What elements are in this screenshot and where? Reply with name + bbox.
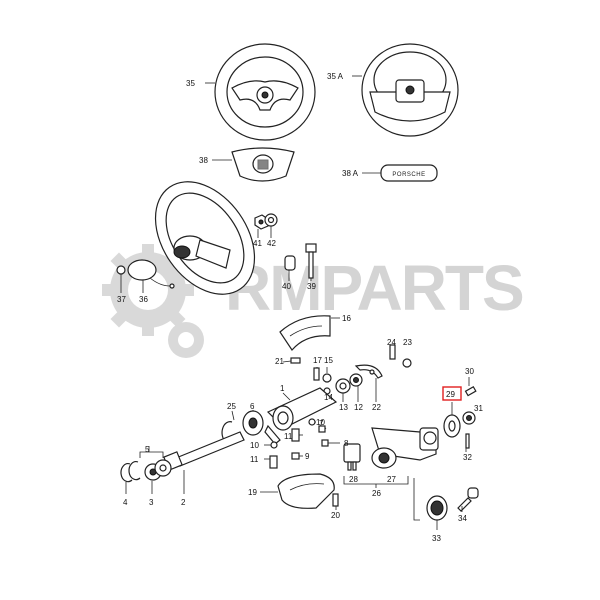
label-11b: 11 (250, 455, 259, 464)
screw-9 (291, 452, 300, 460)
watermark-text: RMPARTS (225, 252, 523, 324)
label-38: 38 (199, 156, 208, 165)
label-3: 3 (149, 498, 154, 507)
steering-wheel-35 (205, 43, 316, 141)
label-10a: 10 (316, 418, 325, 427)
contact-ring-36 (127, 259, 175, 289)
screw-37 (116, 265, 126, 275)
pin-32 (465, 433, 470, 449)
label-42: 42 (267, 239, 276, 248)
bearing-6 (242, 410, 264, 436)
label-27: 27 (387, 475, 396, 484)
label-38a: 38 A (342, 169, 359, 178)
label-36: 36 (139, 295, 148, 304)
lock-ring-33 (426, 495, 448, 530)
lock-housing-27 (371, 427, 439, 469)
label-25: 25 (227, 402, 236, 411)
label-24: 24 (387, 338, 396, 347)
emblem-text: PORSCHE (392, 172, 425, 178)
horn-emblem-38a: PORSCHE (362, 164, 438, 182)
label-6: 6 (250, 402, 255, 411)
label-26: 26 (372, 489, 381, 498)
bracket-line-27-33 (413, 478, 420, 521)
ring-12 (335, 378, 351, 394)
label-14: 14 (324, 393, 333, 402)
label-9: 9 (305, 452, 310, 461)
label-22: 22 (372, 403, 381, 412)
bearing-3b (154, 459, 172, 477)
washer-10a (308, 418, 316, 426)
label-8: 8 (344, 439, 349, 448)
label-29: 29 (446, 390, 455, 399)
label-2: 2 (181, 498, 186, 507)
column-tube-1 (264, 387, 338, 445)
label-10b: 10 (250, 441, 259, 450)
label-39: 39 (307, 282, 316, 291)
label-32: 32 (463, 453, 472, 462)
highlight-box-29 (442, 386, 462, 401)
label-20: 20 (331, 511, 340, 520)
label-7: 7 (319, 419, 324, 428)
label-41: 41 (253, 239, 262, 248)
screw-30 (464, 385, 477, 397)
column-cover-16 (279, 315, 340, 351)
washer-42 (264, 213, 278, 227)
gasket-29 (443, 402, 461, 438)
label-35: 35 (186, 79, 195, 88)
label-21: 21 (275, 357, 284, 366)
screw-8 (321, 439, 329, 447)
lower-trim-19 (260, 473, 335, 509)
callout-labels: 35 35 A 38 38 A 41 42 40 39 37 36 16 24 … (117, 72, 483, 543)
circlip-4b (128, 461, 141, 481)
label-12: 12 (354, 403, 363, 412)
screw-11b (269, 455, 278, 469)
label-16: 16 (342, 314, 351, 323)
label-40: 40 (282, 282, 291, 291)
label-23: 23 (403, 338, 412, 347)
switch-28 (343, 443, 361, 471)
steering-wheel-35a (352, 43, 459, 137)
label-15: 15 (324, 356, 333, 365)
label-5: 5 (145, 445, 150, 454)
label-1: 1 (280, 384, 285, 393)
bearing-31 (462, 411, 476, 425)
key-34 (457, 487, 479, 512)
bolt-24 (389, 344, 396, 360)
label-33: 33 (432, 534, 441, 543)
label-34: 34 (458, 514, 467, 523)
bolt-17 (313, 367, 320, 381)
screw-20 (332, 493, 339, 507)
label-28: 28 (349, 475, 358, 484)
bushing-40 (284, 255, 296, 271)
label-17: 17 (313, 356, 322, 365)
steering-shaft-2 (163, 431, 245, 494)
label-31: 31 (474, 404, 483, 413)
label-11a: 11 (284, 432, 293, 441)
steering-wheel-assembly (154, 181, 256, 295)
washer-10b (270, 441, 278, 449)
label-35a: 35 A (327, 72, 344, 81)
bearing-13 (349, 373, 363, 387)
label-30: 30 (465, 367, 474, 376)
label-4: 4 (123, 498, 128, 507)
screw-11a (291, 428, 300, 442)
screw-21 (290, 357, 301, 364)
nut-15 (322, 373, 332, 383)
horn-pad-38 (212, 147, 295, 182)
label-13: 13 (339, 403, 348, 412)
nut-23 (402, 358, 412, 368)
label-19: 19 (248, 488, 257, 497)
label-37: 37 (117, 295, 126, 304)
bracket-22 (354, 364, 383, 402)
